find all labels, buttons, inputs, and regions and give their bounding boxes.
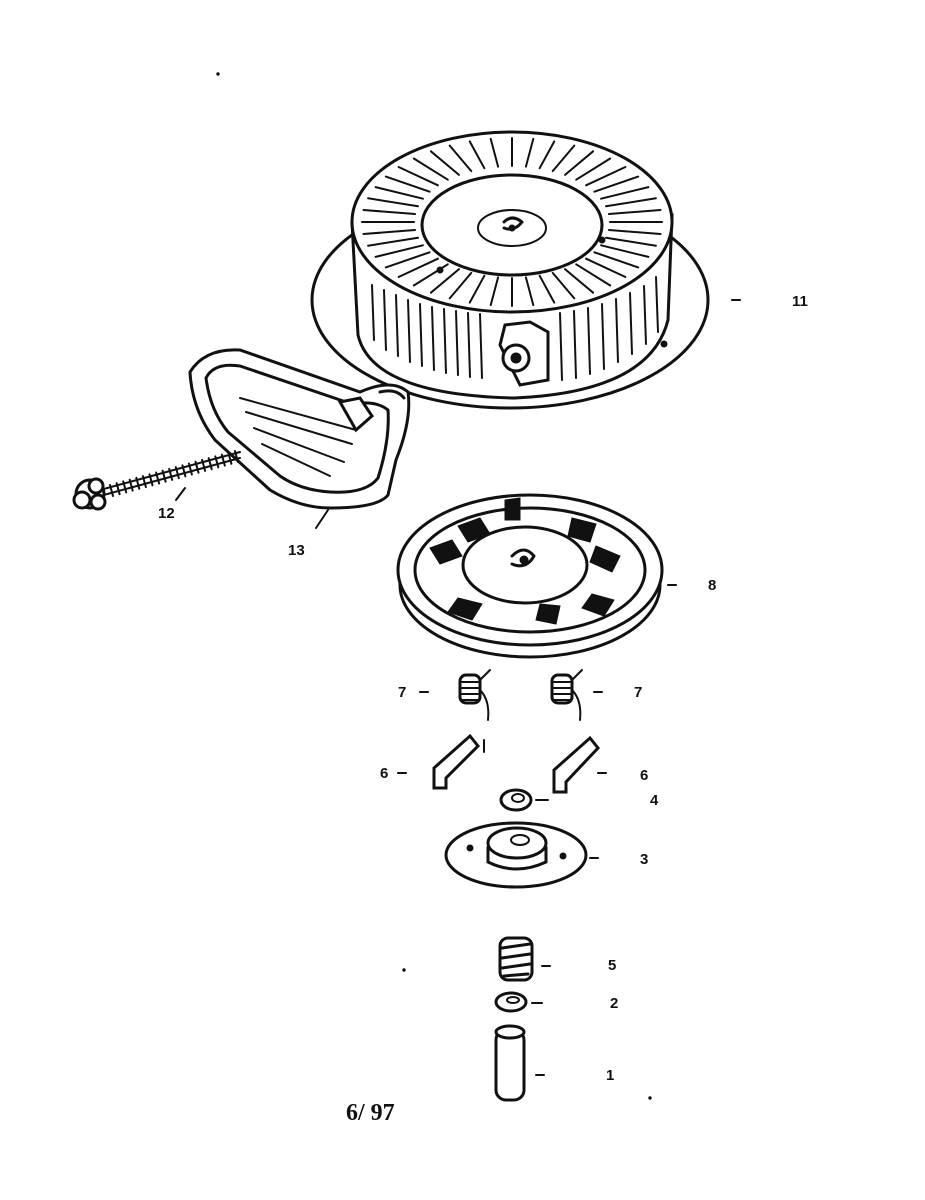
screw-thread [148, 473, 154, 487]
housing-fin [538, 140, 556, 170]
washer-small-part [499, 788, 533, 812]
housing-fin [384, 251, 431, 269]
housing-fin [362, 209, 416, 215]
screw-thread [109, 484, 114, 497]
housing-fin [374, 186, 424, 200]
screw-thread [220, 453, 226, 467]
housing-fin [448, 144, 473, 173]
callout-4: 4 [650, 792, 659, 809]
screw-thread [174, 466, 180, 480]
washer-part [494, 991, 528, 1013]
screw-thread [207, 457, 213, 471]
callout-1: 1 [606, 1067, 614, 1084]
housing-fin [429, 150, 460, 176]
housing-fin [593, 251, 640, 269]
callout-5: 5 [608, 957, 616, 974]
housing-fin [448, 271, 473, 300]
housing-fin [600, 186, 650, 200]
callout-7-right: 7 [634, 684, 642, 701]
callout-6-left: 6 [380, 765, 388, 782]
housing-fin [429, 268, 460, 294]
screw-thread [234, 450, 239, 463]
spring-left-part [458, 669, 491, 721]
housing-fin [367, 197, 419, 208]
housing-fin [397, 257, 439, 278]
screw-thread [135, 476, 141, 490]
callout-3: 3 [640, 851, 648, 868]
retainer-part [444, 821, 588, 889]
housing-fin [374, 244, 424, 258]
callout-8: 8 [708, 577, 716, 594]
housing-fin [600, 244, 650, 258]
housing-fin [564, 150, 595, 176]
housing-fin [605, 236, 657, 247]
housing-fin [538, 274, 556, 304]
spring-right-part [550, 669, 583, 721]
screw-part [72, 450, 241, 511]
date-code: 6/ 97 [346, 1100, 395, 1126]
screw-thread [122, 480, 128, 494]
pin-part [494, 1024, 526, 1102]
housing-part [310, 130, 710, 410]
housing-fin [489, 137, 500, 168]
housing-fin [608, 209, 662, 215]
housing-fin [524, 276, 535, 307]
handle-part [188, 348, 411, 510]
housing-fin [575, 157, 612, 181]
pulley-part [396, 493, 664, 659]
callout-13: 13 [288, 542, 305, 559]
callout-2: 2 [610, 995, 618, 1012]
housing-fin [564, 268, 595, 294]
speck [216, 72, 220, 76]
screw-thread [194, 460, 200, 474]
screw-thread [168, 467, 174, 481]
spring-coil-part [498, 936, 534, 982]
screw-thread [161, 469, 167, 483]
screw-thread [141, 475, 147, 489]
leader-lines [175, 299, 741, 1076]
screw-thread [155, 471, 161, 485]
housing-fin [585, 257, 627, 278]
callout-6-right: 6 [640, 767, 648, 784]
housing-fin [362, 229, 416, 235]
screw-thread [227, 451, 233, 465]
pawl-right-part [552, 735, 600, 794]
callout-11: 11 [792, 293, 808, 310]
speck [402, 968, 406, 972]
housing-fin [608, 229, 662, 235]
housing-fin [524, 137, 535, 168]
screw-thread [187, 462, 193, 476]
housing-fin [468, 274, 486, 304]
housing-fin [489, 276, 500, 307]
housing-fin [367, 236, 419, 247]
housing-fin [468, 140, 486, 170]
screw-thread [181, 464, 187, 478]
housing-fin [593, 175, 640, 193]
callout-12: 12 [158, 505, 175, 522]
housing-fin [585, 166, 627, 187]
housing-fin [551, 144, 576, 173]
screw-thread [128, 478, 134, 492]
housing-fin [575, 263, 612, 287]
housing-fin [384, 175, 431, 193]
housing-fin [551, 271, 576, 300]
screw-thread [201, 458, 207, 472]
callout-7-left: 7 [398, 684, 406, 701]
speck [648, 1096, 652, 1100]
housing-fin [397, 166, 439, 187]
housing-fin [605, 197, 657, 208]
screw-thread [214, 455, 220, 469]
housing-fin [412, 157, 449, 181]
screw-thread [115, 482, 121, 496]
pawl-left-part [432, 733, 485, 790]
